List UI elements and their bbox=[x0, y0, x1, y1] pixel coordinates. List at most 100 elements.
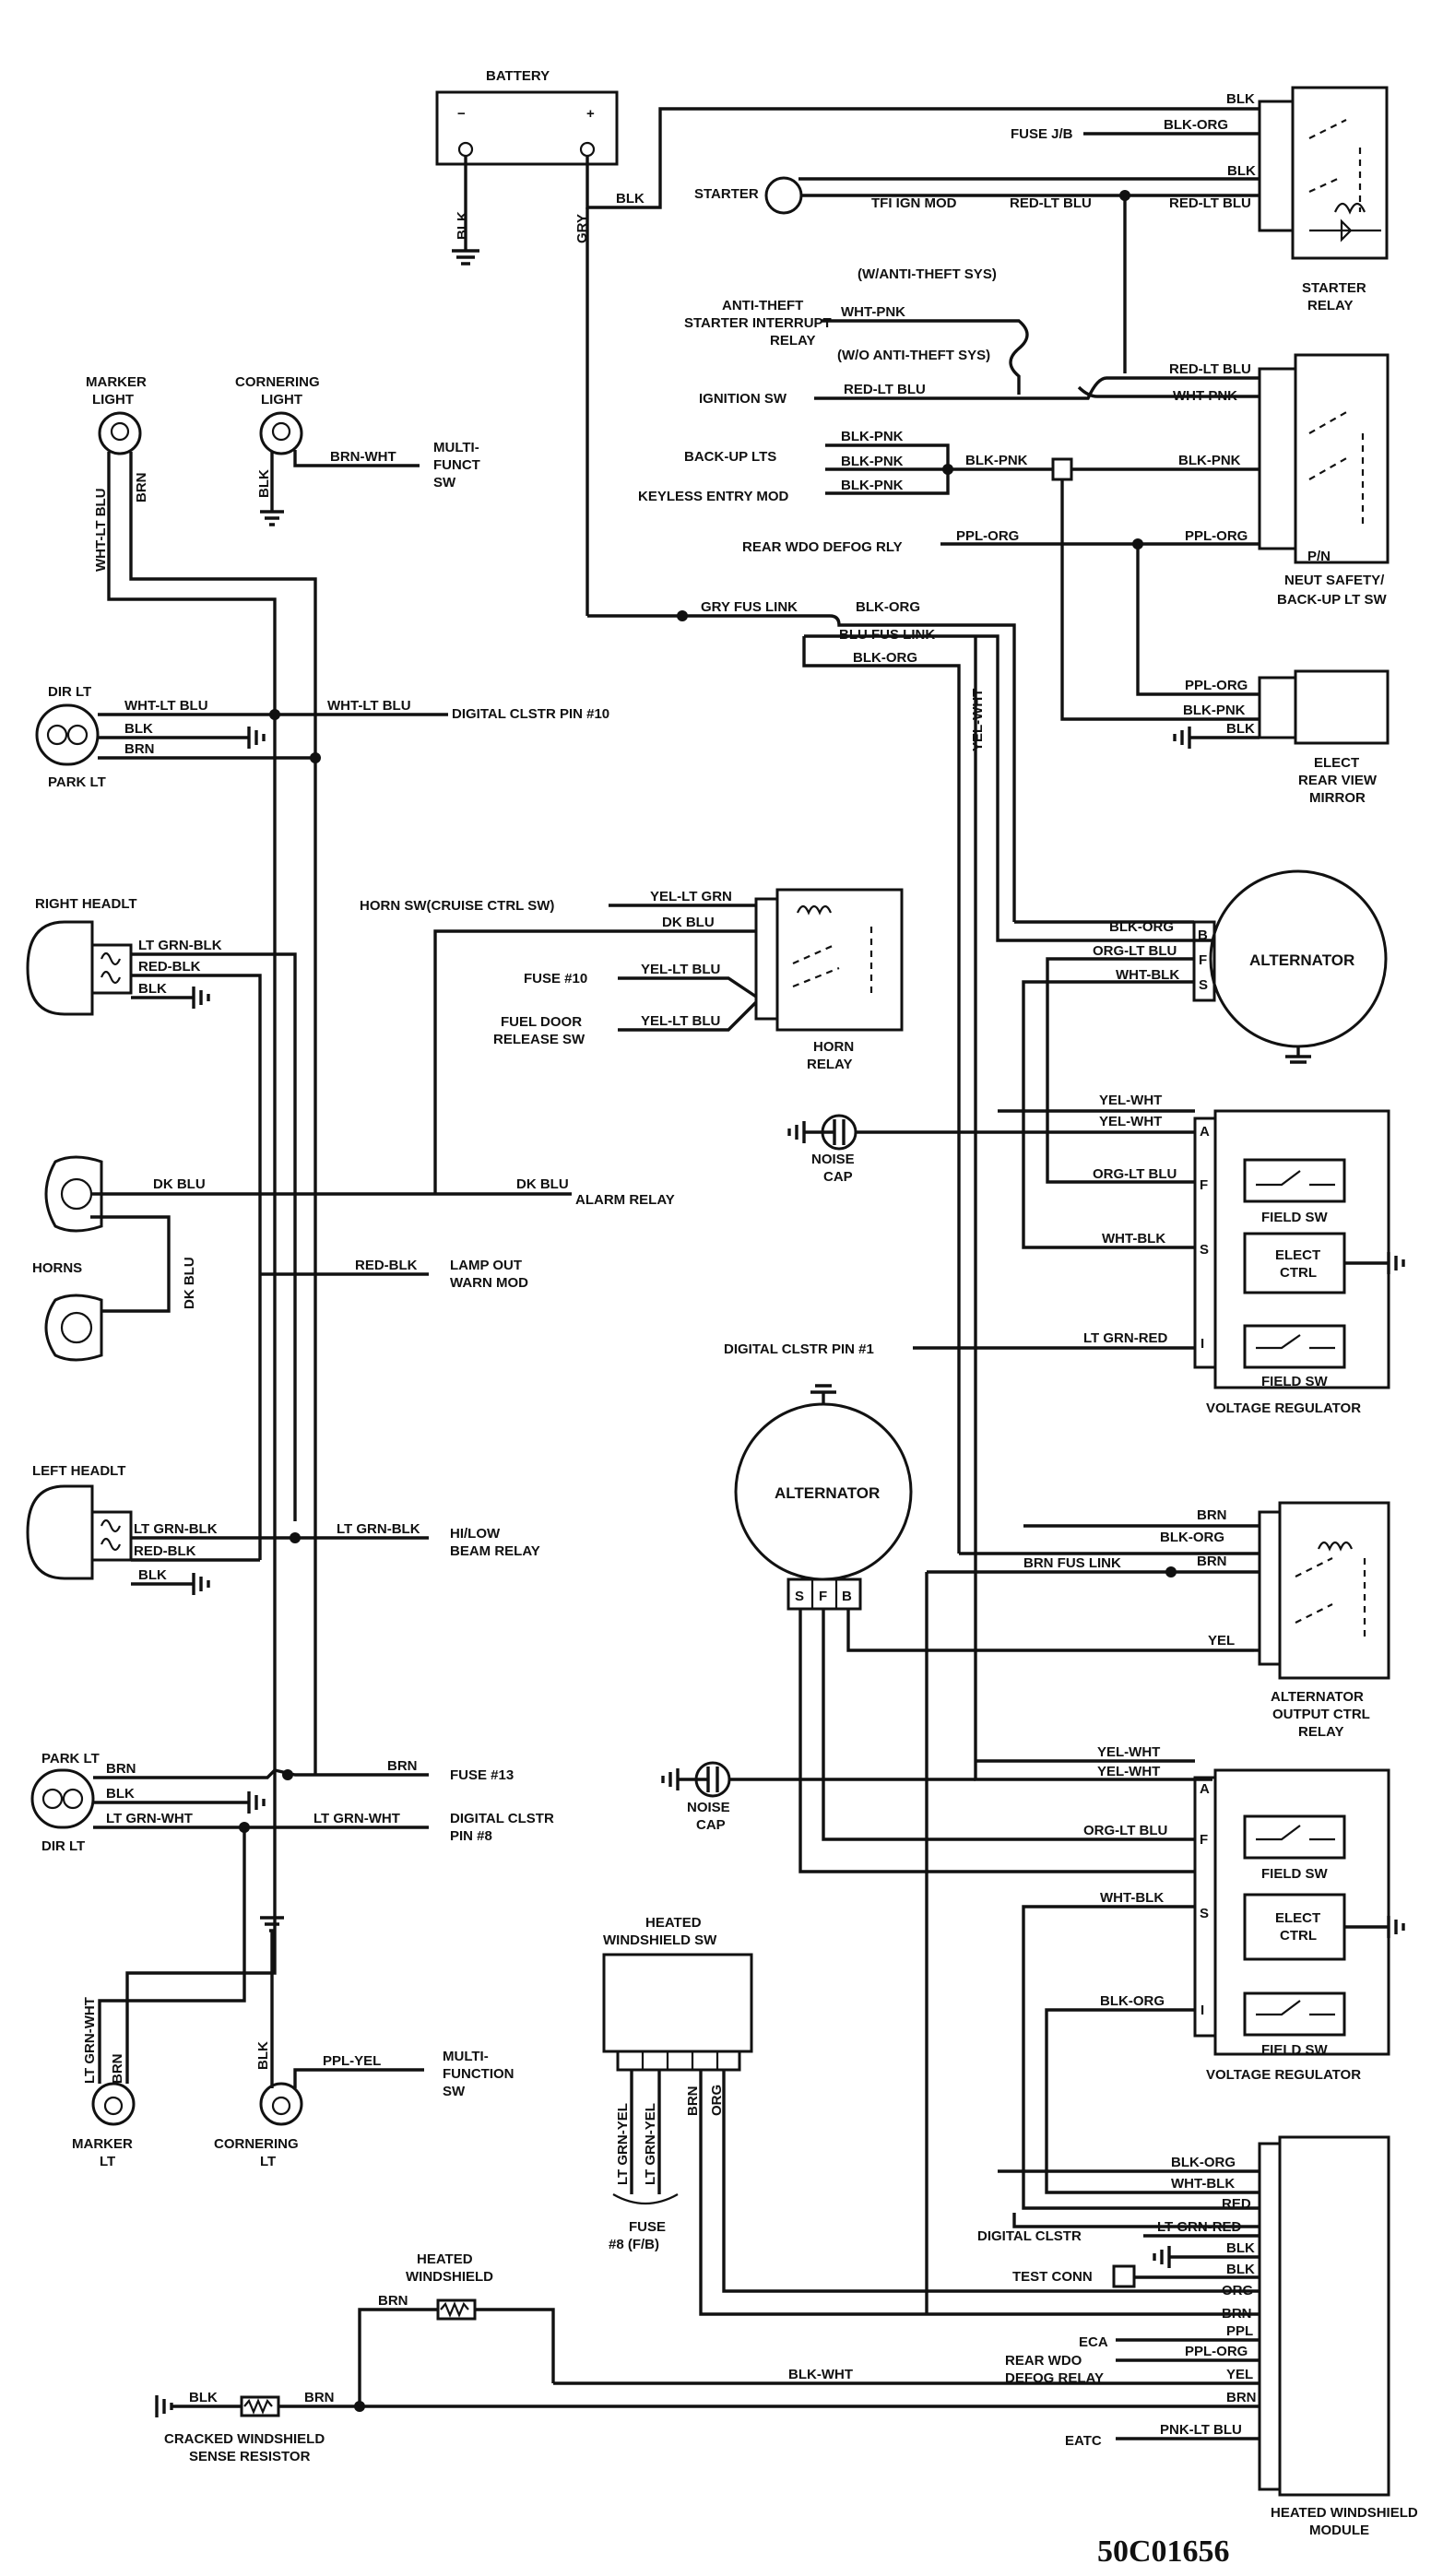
vr2-elect-label: ELECT bbox=[1275, 1910, 1320, 1926]
lamp-out-label-1: LAMP OUT bbox=[450, 1258, 522, 1273]
wire-label-m13: PNK-LT BLU bbox=[1160, 2422, 1242, 2438]
wire-label-aoc-brn2: BRN bbox=[1197, 1554, 1227, 1569]
wire-label-tfi: RED-LT BLU bbox=[1010, 195, 1092, 211]
ground-icon bbox=[1153, 2246, 1171, 2268]
alt-bot-term-s: S bbox=[795, 1589, 804, 1604]
brn-fus-link-label: BRN FUS LINK bbox=[1023, 1555, 1121, 1571]
wire-label-hws-brn: BRN bbox=[685, 2086, 701, 2117]
neut-safety-label-1: NEUT SAFETY/ bbox=[1284, 573, 1385, 588]
wire-label-aoc-bo: BLK-ORG bbox=[1160, 1530, 1224, 1545]
alternator-bottom: ALTERNATOR S F B bbox=[734, 1384, 913, 1611]
wire-label-dir-blk: BLK bbox=[124, 721, 153, 737]
wire-label-bo1: BLK-ORG bbox=[856, 599, 920, 615]
wire-label-bp5: BLK-PNK bbox=[1178, 453, 1241, 468]
vr2-term-s: S bbox=[1200, 1906, 1209, 1921]
noise-cap-1-label-1: NOISE bbox=[811, 1152, 855, 1167]
wire-label-starter-blk: BLK bbox=[1227, 163, 1256, 179]
vr1-label: VOLTAGE REGULATOR bbox=[1206, 1400, 1361, 1416]
rear-defog-rly-label: REAR WDO DEFOG RLY bbox=[742, 539, 903, 555]
wire-label-park-brn: BRN bbox=[106, 1761, 136, 1777]
ground-icon bbox=[452, 249, 479, 266]
wire-label-horn-2: DK BLU bbox=[182, 1257, 197, 1309]
cornering-light-label-1: CORNERING bbox=[235, 374, 320, 390]
hi-low-label-1: HI/LOW bbox=[450, 1526, 501, 1542]
aoc-relay-label-2: OUTPUT CTRL bbox=[1272, 1707, 1370, 1722]
alternator-bottom-label: ALTERNATOR bbox=[775, 1484, 880, 1502]
wire-label-m3: RED bbox=[1222, 2196, 1251, 2212]
digital-clstr-label: DIGITAL CLSTR bbox=[977, 2228, 1082, 2244]
wire-label-bp3: BLK-PNK bbox=[841, 478, 904, 493]
anti-theft-label-3: RELAY bbox=[770, 333, 815, 349]
horn-relay: HORN RELAY bbox=[754, 888, 904, 1072]
wire-label-tfi-b: RED-LT BLU bbox=[1169, 195, 1251, 211]
dir-park-light-front bbox=[35, 703, 100, 766]
blu-fus-link-label: BLU FUS LINK bbox=[839, 627, 935, 643]
wire-label-cr-blk: BLK bbox=[189, 2390, 218, 2405]
ground-icon bbox=[260, 1916, 284, 2088]
ignition-sw-label: IGNITION SW bbox=[699, 391, 787, 407]
left-headlt-label: LEFT HEADLT bbox=[32, 1463, 125, 1479]
rear-marker-light bbox=[91, 2082, 136, 2126]
starter-label: STARTER bbox=[694, 186, 759, 202]
noise-capacitor-1 bbox=[787, 1114, 858, 1151]
gry-fus-link-label: GRY FUS LINK bbox=[701, 599, 798, 615]
wire-label-horn-a: YEL-LT GRN bbox=[650, 889, 732, 904]
eca-label: ECA bbox=[1079, 2334, 1108, 2350]
no-anti-theft-opt: (W/O ANTI-THEFT SYS) bbox=[837, 348, 990, 363]
wire-label-lh-b: LT GRN-BLK bbox=[337, 1521, 420, 1537]
hi-low-label-2: BEAM RELAY bbox=[450, 1543, 540, 1559]
vr2-term-f: F bbox=[1200, 1832, 1208, 1848]
ground-icon bbox=[247, 727, 266, 749]
wire-label-bp6: BLK-PNK bbox=[1183, 703, 1246, 718]
cornering-light-label-2: LIGHT bbox=[261, 392, 302, 408]
alt-top-term-s: S bbox=[1199, 977, 1208, 993]
wire-label-m9: PPL bbox=[1226, 2323, 1253, 2339]
test-connector bbox=[1112, 2264, 1136, 2288]
wire-label-m7: ORG bbox=[1222, 2283, 1253, 2298]
wire-label-bp2: BLK-PNK bbox=[841, 454, 904, 469]
wire-label-vr1-i: LT GRN-RED bbox=[1083, 1330, 1168, 1346]
cracked-ws-label-1: CRACKED WINDSHIELD bbox=[164, 2431, 325, 2447]
wire-label-hw-blkwht: BLK-WHT bbox=[788, 2367, 853, 2382]
anti-theft-label-2: STARTER INTERRUPT bbox=[684, 315, 832, 331]
wire-label-park-blk: BLK bbox=[106, 1786, 135, 1802]
starter-relay-label-1: STARTER bbox=[1302, 280, 1366, 296]
ground-icon bbox=[1173, 727, 1191, 749]
ground-icon bbox=[247, 1791, 266, 1814]
right-headlt-label: RIGHT HEADLT bbox=[35, 896, 137, 912]
heated-windshield-element bbox=[436, 2298, 477, 2321]
aoc-relay-label-1: ALTERNATOR bbox=[1271, 1689, 1364, 1705]
heated-ws-label-2: WINDSHIELD bbox=[406, 2269, 493, 2285]
alarm-relay-label: ALARM RELAY bbox=[575, 1192, 675, 1208]
mfs-label-3: SW bbox=[443, 2084, 466, 2099]
wire-label-bo2: BLK-ORG bbox=[853, 650, 917, 666]
wire-label-vr1-s: WHT-BLK bbox=[1102, 1231, 1165, 1247]
wire-label-yel-wht: YEL-WHT bbox=[970, 689, 986, 751]
wire-label-marker-a: WHT-LT BLU bbox=[93, 488, 109, 572]
cornering-light bbox=[259, 411, 303, 455]
wire-label-ppl2: PPL-ORG bbox=[1185, 528, 1248, 544]
horn-relay-label-2: RELAY bbox=[807, 1057, 852, 1072]
voltage-regulator-bottom: A F S I FIELD SW ELECT CTRL FIELD SW VOL… bbox=[1193, 1768, 1405, 2083]
wire-label-m12: BRN bbox=[1226, 2390, 1257, 2405]
dir-lt-label-bottom: DIR LT bbox=[41, 1838, 85, 1854]
wire-label-vr2-i: BLK-ORG bbox=[1100, 1993, 1165, 2009]
wire-label-bat-pos: BLK bbox=[616, 191, 645, 207]
anti-theft-opt: (W/ANTI-THEFT SYS) bbox=[858, 266, 997, 282]
wire-label-nc1-a: YEL-WHT bbox=[1099, 1093, 1162, 1108]
vr1-term-f: F bbox=[1200, 1177, 1208, 1193]
wire-label-rh-b: RED-BLK bbox=[138, 959, 201, 975]
svg-text:+: + bbox=[586, 106, 595, 122]
mirror-label-2: REAR VIEW bbox=[1298, 773, 1378, 788]
left-headlight bbox=[26, 1484, 133, 1580]
wire-label-marker-b: BRN bbox=[134, 473, 149, 503]
fuel-door-label-1: FUEL DOOR bbox=[501, 1014, 582, 1030]
mfs-label-1: MULTI- bbox=[443, 2049, 489, 2064]
wire-label-lh-c: RED-BLK bbox=[134, 1543, 196, 1559]
mfs-label-2: FUNCTION bbox=[443, 2066, 515, 2082]
wire-label-hws-b: LT GRN-YEL bbox=[643, 2103, 658, 2185]
wire-label-m1: BLK-ORG bbox=[1171, 2155, 1236, 2170]
hws-sw-label-2: WINDSHIELD SW bbox=[603, 1932, 717, 1948]
vr2-term-i: I bbox=[1201, 2003, 1204, 2018]
